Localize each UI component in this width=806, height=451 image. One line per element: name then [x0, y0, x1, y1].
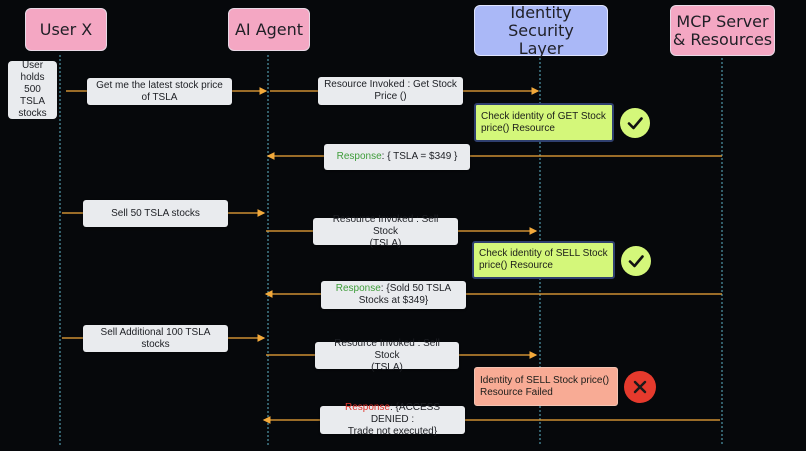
- actor-mcp-server: MCP Server & Resources: [670, 5, 775, 56]
- response-sold-wrap: Response: {Sold 50 TSLA Stocks at $349}: [336, 283, 451, 307]
- response-denied-wrap: Response: {ACCESS DENIED : Trade not exe…: [326, 402, 459, 438]
- message-resource-sell-2-text: Resource Invoked : Sell Stock (TSLA): [334, 337, 440, 373]
- user-holdings-note: User holds 500 TSLA stocks: [8, 60, 57, 119]
- message-resource-get-stock: Resource Invoked : Get Stock Price (): [318, 77, 463, 105]
- message-resource-sell-1-text: Resource Invoked : Sell Stock (TSLA): [332, 213, 439, 249]
- message-resource-sell-1: Resource Invoked : Sell Stock (TSLA): [313, 214, 458, 249]
- message-sell-100-text: Sell Additional 100 TSLA stocks: [100, 326, 211, 350]
- checkmark-icon: [628, 255, 644, 268]
- identity-check-sell: Check identity of SELL Stock price() Res…: [472, 241, 615, 279]
- response-label: Response: [335, 283, 381, 294]
- identity-check-failed-text: Identity of SELL Stock price() Resource …: [480, 374, 610, 398]
- approved-badge-2: [621, 246, 651, 276]
- approved-badge-1: [620, 108, 650, 138]
- message-sell-100: Sell Additional 100 TSLA stocks: [83, 325, 228, 352]
- actor-identity-security-layer: Identity Security Layer: [474, 2, 608, 58]
- message-sell-50: Sell 50 TSLA stocks: [83, 200, 228, 227]
- response-sold-body: : {Sold 50 TSLA Stocks at $349}: [358, 283, 452, 306]
- response-price-body: : { TSLA = $349 }: [381, 151, 458, 162]
- user-holdings-text: User holds 500 TSLA stocks: [18, 60, 47, 119]
- actor-ai-agent-label: AI Agent: [234, 19, 304, 39]
- response-label-denied: Response: [344, 402, 390, 413]
- checkmark-icon: [627, 117, 643, 130]
- cross-icon: [633, 380, 647, 394]
- response-denied-body: : {ACCESS DENIED : Trade not executed}: [347, 402, 441, 437]
- message-get-stock-price: Get me the latest stock price of TSLA: [87, 78, 232, 105]
- identity-check-failed: Identity of SELL Stock price() Resource …: [474, 367, 618, 406]
- identity-check-get: Check identity of GET Stock price() Reso…: [474, 103, 614, 142]
- actor-user-x-label: User X: [39, 19, 93, 39]
- message-resource-get-stock-text: Resource Invoked : Get Stock Price (): [324, 79, 457, 102]
- message-resource-sell-2: Resource Invoked : Sell Stock (TSLA): [315, 338, 459, 373]
- response-label: Response: [336, 151, 382, 162]
- identity-check-get-text: Check identity of GET Stock price() Reso…: [481, 110, 606, 134]
- message-response-denied: Response: {ACCESS DENIED : Trade not exe…: [320, 402, 465, 437]
- actor-user-x: User X: [25, 8, 107, 51]
- denied-badge: [624, 371, 656, 403]
- actor-identity-label: Identity Security Layer: [508, 2, 574, 58]
- message-get-stock-price-text: Get me the latest stock price of TSLA: [96, 79, 223, 103]
- message-sell-50-text: Sell 50 TSLA stocks: [111, 207, 200, 219]
- actor-ai-agent: AI Agent: [228, 8, 310, 51]
- message-response-price: Response: { TSLA = $349 }: [324, 144, 470, 170]
- message-response-sold: Response: {Sold 50 TSLA Stocks at $349}: [321, 281, 466, 309]
- actor-mcp-label: MCP Server & Resources: [672, 11, 773, 49]
- identity-check-sell-text: Check identity of SELL Stock price() Res…: [479, 248, 608, 271]
- response-price-wrap: Response: { TSLA = $349 }: [337, 151, 458, 163]
